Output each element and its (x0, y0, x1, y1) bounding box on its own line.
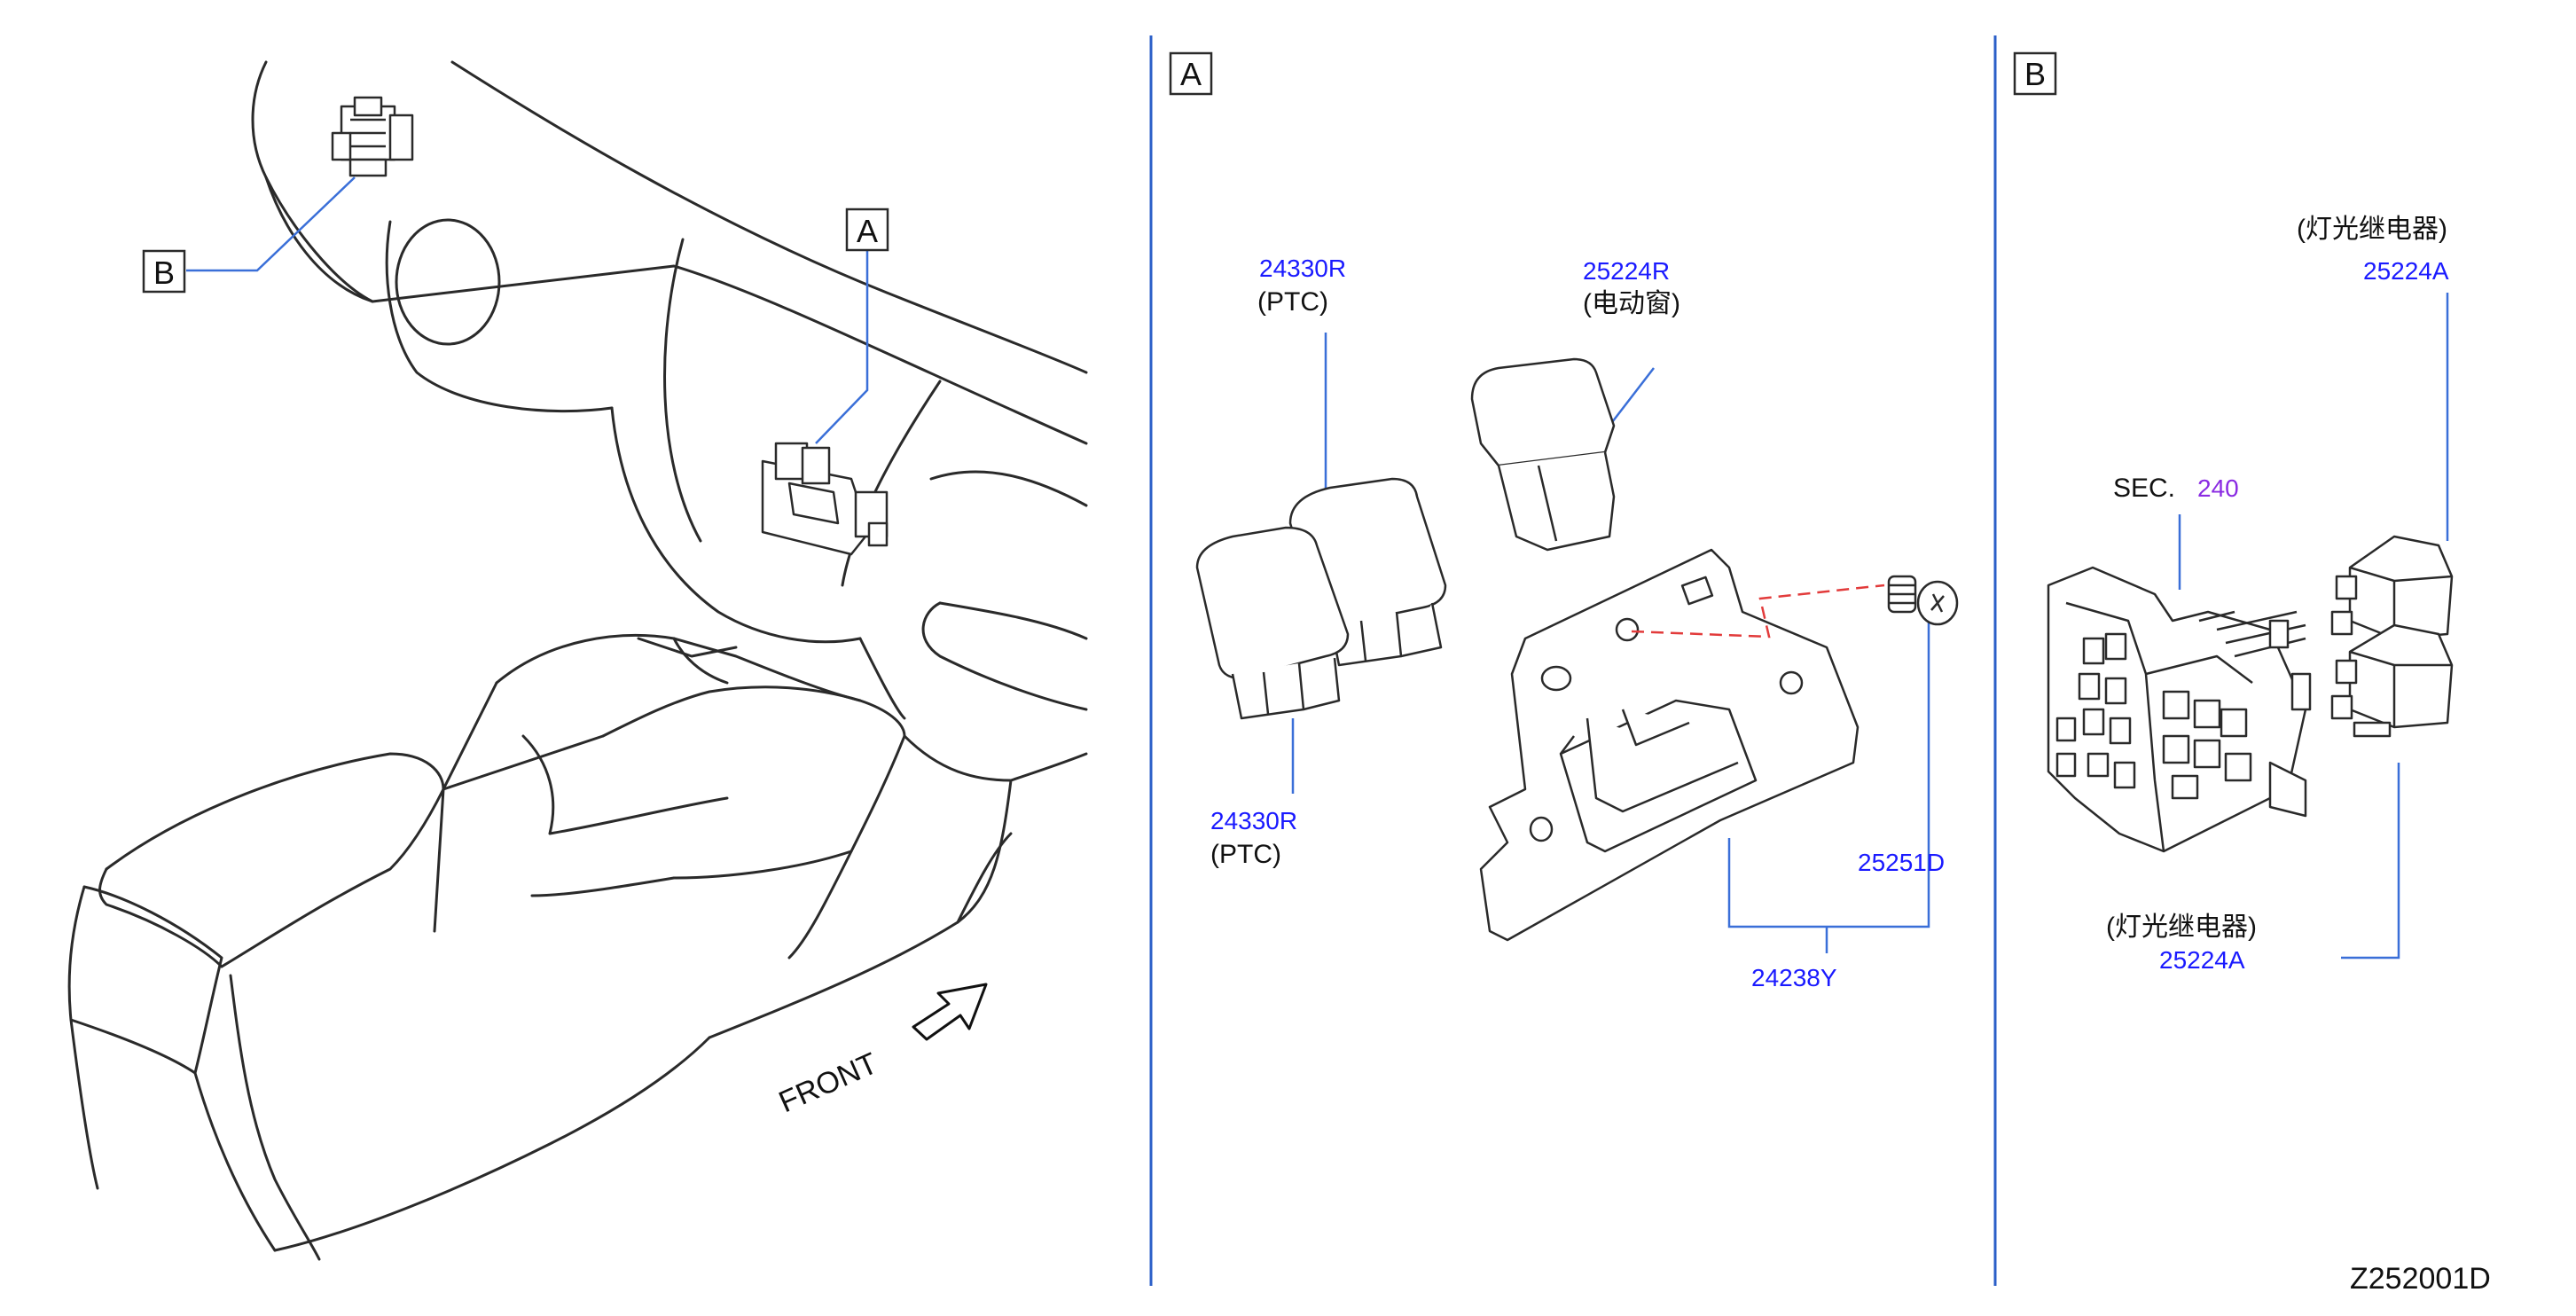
ptc-top-part-number: 24330R (1259, 255, 1346, 282)
panel-b-box (2013, 51, 2057, 96)
callout-b-box (142, 249, 186, 294)
section-number: 240 (2197, 474, 2239, 502)
overview-relay-bracket-a (761, 442, 889, 556)
front-label: FRONT (774, 1046, 882, 1119)
callout-a-box (845, 208, 889, 252)
section-label: SEC. (2113, 474, 2175, 503)
light-relay-top-note: (灯光继电器) (2297, 215, 2447, 244)
callout-a-label: A (857, 213, 878, 249)
screw-icon (1887, 575, 1959, 626)
window-relay-note: (电动窗) (1583, 289, 1680, 318)
light-relay-bottom (2330, 623, 2454, 738)
ptc-relay-front (1195, 526, 1350, 720)
light-relay-bottom-part-number: 25224A (2159, 946, 2245, 974)
light-relay-bottom-note: (灯光继电器) (2106, 913, 2257, 942)
relay-bracket (1479, 548, 1860, 942)
panel-b-box-label: B (2024, 56, 2046, 92)
panel-a-box (1169, 51, 1213, 96)
ptc-bottom-note: (PTC) (1210, 840, 1281, 869)
bracket-part-number: 24238Y (1751, 964, 1837, 991)
callout-a-leader (815, 250, 869, 444)
callout-b-label: B (153, 255, 175, 291)
light-relay-top-part-number: 25224A (2363, 257, 2449, 285)
panel-b-leaders (2178, 293, 2449, 960)
vehicle-interior-overview (67, 60, 1088, 1261)
drawing-reference: Z252001D (2350, 1262, 2491, 1296)
light-relay-top (2330, 535, 2454, 640)
front-arrow-icon (912, 983, 988, 1041)
junction-box (2047, 566, 2312, 853)
screw-dashed-guide (1631, 584, 1885, 638)
panel-a-leaders (1291, 333, 1930, 953)
power-window-relay (1470, 357, 1616, 552)
window-relay-part-number: 25224R (1583, 257, 1670, 285)
panel-a-box-label: A (1180, 56, 1202, 92)
overview-relay-block-b (331, 96, 414, 177)
screw-part-number: 25251D (1858, 849, 1945, 876)
ptc-top-note: (PTC) (1257, 287, 1328, 317)
callout-b-leader (186, 176, 356, 272)
ptc-bottom-part-number: 24330R (1210, 807, 1297, 834)
